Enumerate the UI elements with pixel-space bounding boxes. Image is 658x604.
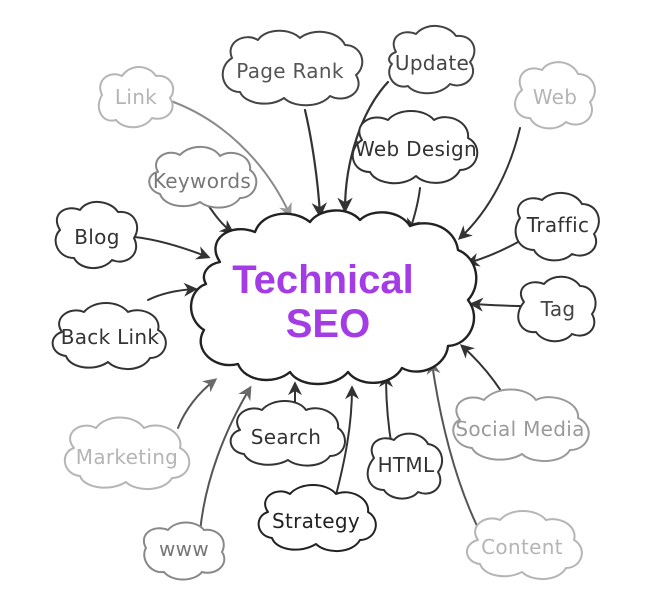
arrow-blog <box>134 236 211 260</box>
arrow-content <box>426 360 479 529</box>
node-marketing-label: Marketing <box>76 445 178 469</box>
arrow-traffic <box>465 241 519 267</box>
node-social-media: Social Media <box>452 388 590 462</box>
node-strategy: Strategy <box>257 484 377 552</box>
arrow-link <box>167 99 292 218</box>
arrow-page-rank <box>303 108 327 219</box>
node-web-label: Web <box>533 85 578 109</box>
node-web-design: Web Design <box>351 110 479 185</box>
node-blog: Blog <box>54 201 139 269</box>
node-keywords-label: Keywords <box>153 169 251 193</box>
node-link-label: Link <box>115 85 157 109</box>
node-update: Update <box>388 25 476 95</box>
node-tag-label: Tag <box>540 297 576 321</box>
arrow-html <box>379 373 394 449</box>
node-page-rank-label: Page Rank <box>236 59 344 83</box>
node-search: Search <box>229 400 346 467</box>
node-keywords: Keywords <box>148 145 258 209</box>
arrow-web <box>457 127 521 240</box>
node-html-label: HTML <box>378 453 435 477</box>
node-blog-label: Blog <box>74 225 119 249</box>
center-title-line-2: SEO <box>286 302 370 346</box>
node-tag: Tag <box>517 275 597 343</box>
arrow-marketing <box>177 378 218 429</box>
node-content-label: Content <box>481 535 563 559</box>
node-www-label: www <box>159 537 209 561</box>
arrow-strategy <box>335 385 359 496</box>
arrow-back-link <box>147 282 198 301</box>
node-marketing: Marketing <box>64 416 191 490</box>
node-content: Content <box>466 510 583 580</box>
node-update-label: Update <box>395 51 469 75</box>
center-title-line-1: Technical <box>232 258 414 302</box>
node-traffic-label: Traffic <box>526 213 590 237</box>
node-html: HTML <box>366 432 444 500</box>
node-back-link-label: Back Link <box>61 325 160 349</box>
node-www: www <box>143 521 226 581</box>
arrow-tag <box>469 297 521 312</box>
node-strategy-label: Strategy <box>272 509 360 533</box>
node-social-media-label: Social Media <box>455 417 584 441</box>
node-search-label: Search <box>251 425 322 449</box>
node-link: Link <box>97 66 175 129</box>
node-web-design-label: Web Design <box>355 137 477 161</box>
arrow-www <box>199 385 252 533</box>
central-cloud: Technical SEO <box>189 209 478 386</box>
node-traffic: Traffic <box>514 192 600 262</box>
node-back-link: Back Link <box>51 302 167 370</box>
arrow-update <box>337 80 390 214</box>
node-page-rank: Page Rank <box>221 29 364 107</box>
node-web: Web <box>514 61 596 130</box>
arrow-keywords <box>207 204 235 234</box>
